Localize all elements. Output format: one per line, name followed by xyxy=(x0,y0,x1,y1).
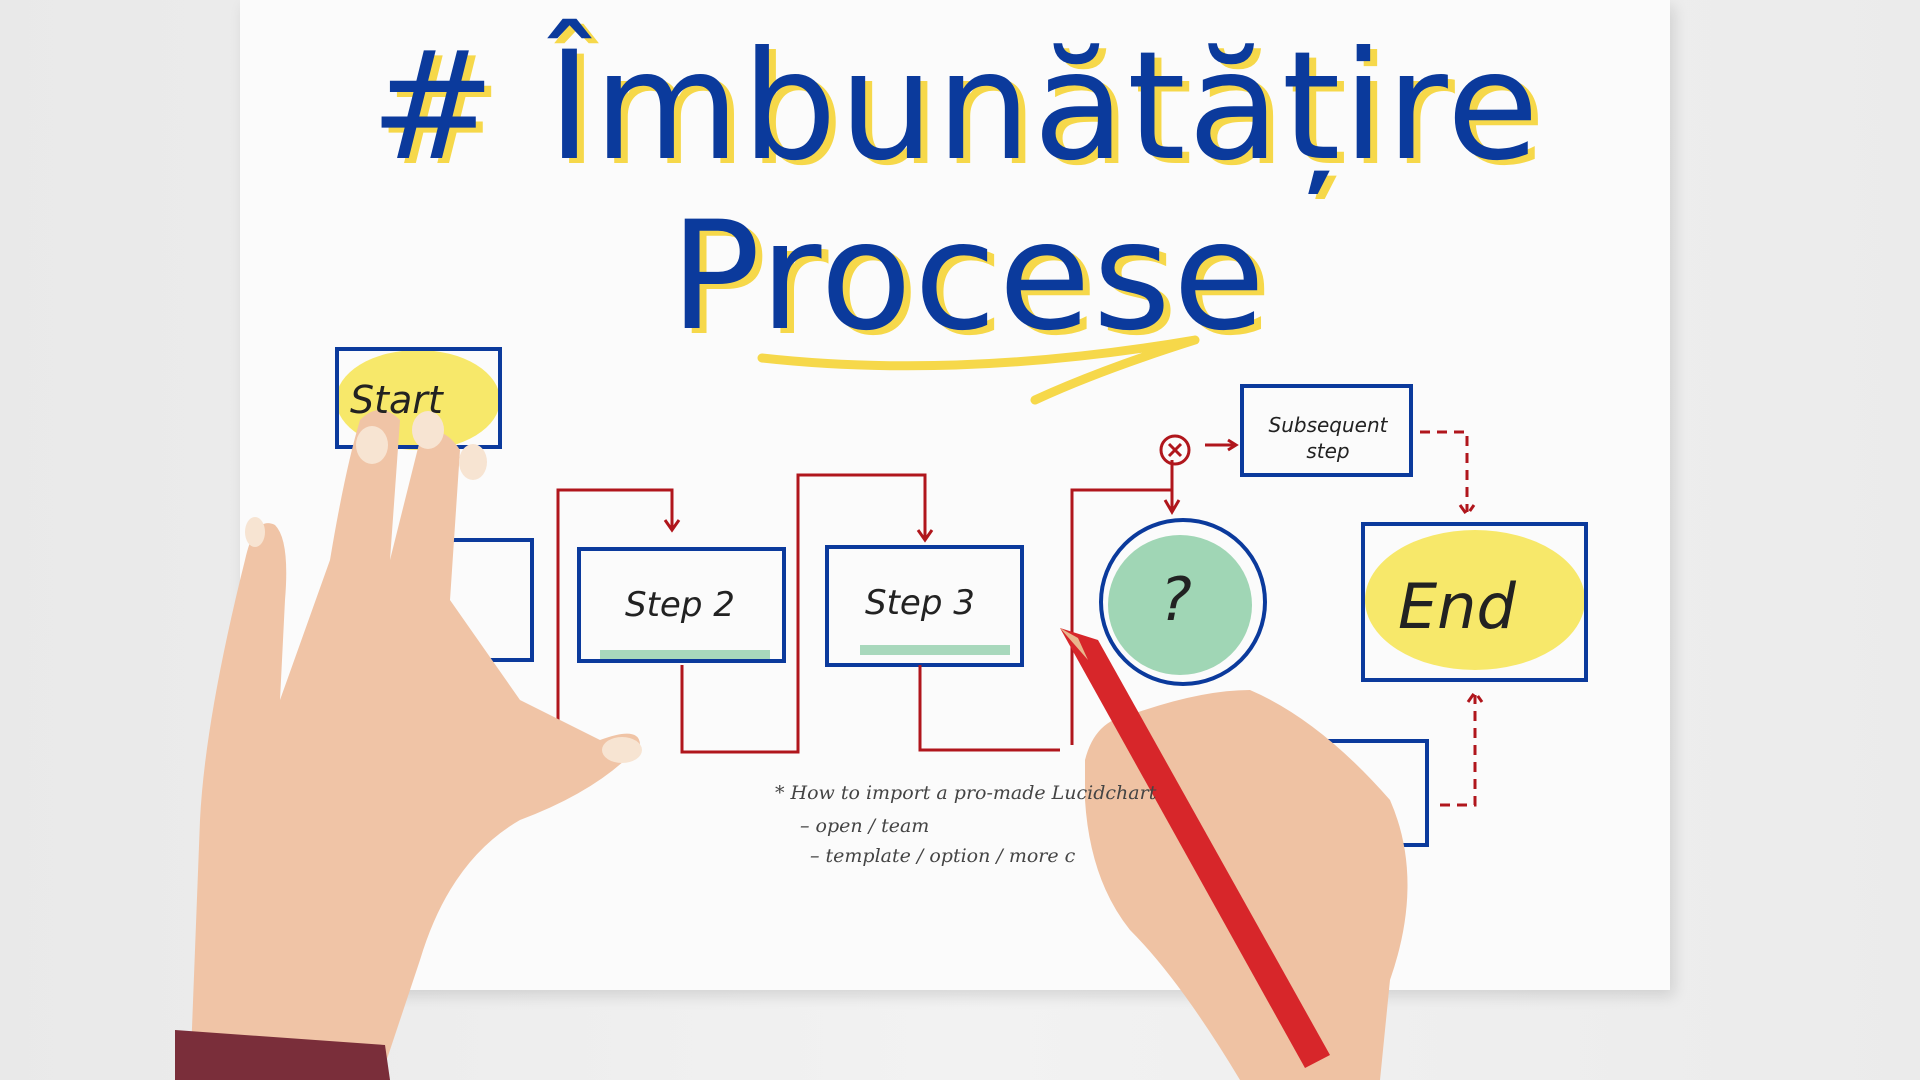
step2-box xyxy=(577,547,786,663)
subsequent-step-label: Subsequent step xyxy=(1268,413,1388,463)
end-label: End xyxy=(1398,570,1516,643)
title-line-2: Procese xyxy=(670,190,1268,364)
fingernail xyxy=(412,411,444,449)
note-line-2: – open / team xyxy=(800,815,930,837)
step2-underline xyxy=(600,650,770,660)
arrow-down-decision xyxy=(1163,460,1181,515)
arrow-to-step2 xyxy=(556,488,681,745)
step2-label: Step 2 xyxy=(625,585,735,625)
start-label: Start xyxy=(350,378,443,422)
subsequent-step-box xyxy=(1240,384,1413,477)
step3-underline xyxy=(860,645,1010,655)
arrow-to-subsequent xyxy=(1205,438,1239,452)
note-line-1: * How to import a pro-made Lucidchart xyxy=(775,782,1157,804)
title-underline xyxy=(757,335,1200,405)
red-pencil-icon xyxy=(1060,628,1330,1068)
left-hand xyxy=(190,410,642,1080)
arrow-to-step3 xyxy=(680,473,934,754)
end-box xyxy=(1361,522,1588,682)
step3-label: Step 3 xyxy=(865,583,975,623)
dashed-arrow-to-end xyxy=(1420,430,1476,518)
x-circle-icon xyxy=(1159,434,1191,466)
decision-label: ? xyxy=(1160,565,1192,635)
end-highlight xyxy=(1365,530,1585,670)
title-line-1: # Îmbunătățire xyxy=(370,20,1541,194)
note-line-3: – template / option / more c xyxy=(810,845,1076,867)
dashed-arrow-up-to-end xyxy=(1440,689,1484,807)
sleeve xyxy=(175,1030,390,1080)
decision-circle xyxy=(1099,518,1267,686)
step3-box xyxy=(825,545,1024,667)
decision-highlight xyxy=(1108,535,1252,675)
